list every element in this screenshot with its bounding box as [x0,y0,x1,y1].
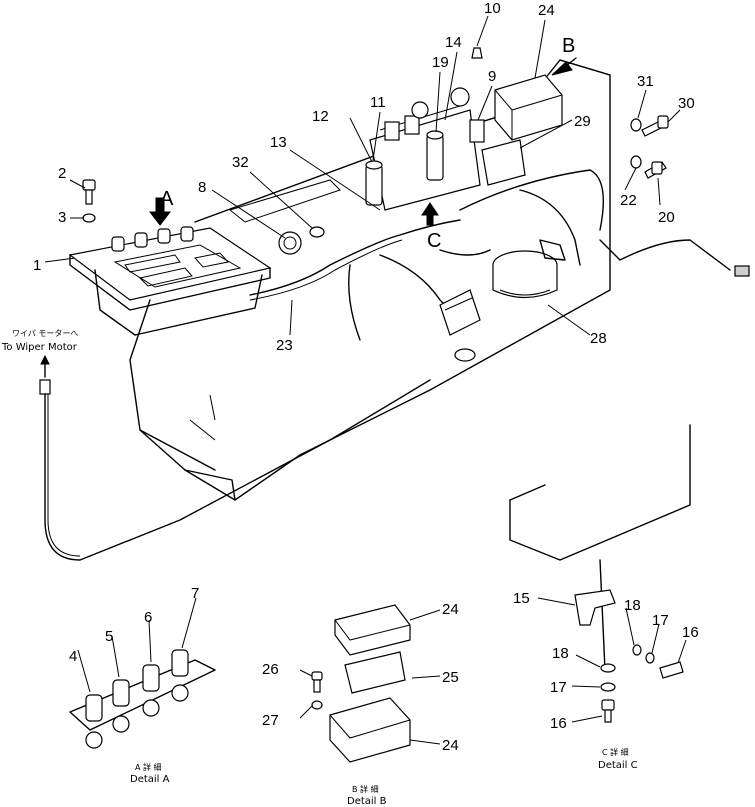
label-22: 22 [620,192,637,209]
label-10: 10 [484,0,501,17]
detail-c-en-label: Detail C [598,760,638,771]
label-32: 32 [232,154,249,171]
label-11: 11 [370,94,386,111]
label-4: 4 [69,648,77,665]
detail-b-jp-label: B 詳 細 [352,784,379,794]
view-marker-b: B [562,35,575,57]
switch-19 [426,130,444,181]
switch-11 [365,160,383,206]
label-24-b-top: 24 [442,601,459,618]
fuse-box-14 [369,87,481,211]
detail-a-drawing [69,649,216,749]
label-12: 12 [312,108,329,125]
view-marker-labels: A B C [160,35,575,252]
label-18-upper: 18 [624,597,641,614]
label-24-main: 24 [538,2,555,19]
label-31: 31 [637,73,654,90]
wire-harness [249,169,750,341]
label-16-lower: 16 [550,715,567,732]
label-26: 26 [262,661,279,678]
cap-10 [469,47,485,143]
label-23: 23 [276,337,293,354]
label-20: 20 [658,209,675,226]
detail-b-drawing [311,604,411,763]
horn-28 [492,239,566,299]
label-17-lower: 17 [550,679,567,696]
bolt-2 [82,179,96,223]
label-2: 2 [58,165,66,182]
label-15: 15 [513,590,530,607]
relay-29 [481,139,526,186]
leader-lines [44,15,687,745]
label-9: 9 [488,68,496,85]
label-3: 3 [58,209,66,226]
wiper-motor-en-label: To Wiper Motor [1,342,78,353]
label-1: 1 [33,257,41,274]
label-25: 25 [442,669,459,686]
view-marker-c: C [427,230,441,252]
label-5: 5 [105,628,113,645]
label-28: 28 [590,330,607,347]
switch-panel [68,226,272,336]
label-6: 6 [144,609,152,626]
plug-32 [309,226,325,238]
wiper-motor-jp-label: ワイパ モーターへ [12,329,78,338]
label-16-upper: 16 [682,624,699,641]
socket-8 [278,231,302,255]
label-7: 7 [191,585,199,602]
detail-b-en-label: Detail B [347,796,387,807]
bolt-30 [630,115,669,137]
label-17-upper: 17 [652,612,669,629]
label-18-lower: 18 [552,645,569,662]
label-8: 8 [198,179,206,196]
wiper-cable [39,354,431,561]
part-number-labels: 1 2 3 8 32 13 12 11 19 14 10 9 24 29 31 … [33,0,699,754]
label-13: 13 [270,134,287,151]
label-29: 29 [574,113,591,130]
relay-connector [439,289,481,362]
detail-a-en-label: Detail A [130,774,170,785]
detail-c-drawing [509,424,691,723]
label-19: 19 [432,54,449,71]
view-arrows [148,57,577,226]
bolt-20 [630,155,667,179]
label-24-b-bottom: 24 [442,737,459,754]
detail-c-jp-label: C 詳 細 [602,747,629,757]
detail-a-jp-label: A 詳 細 [135,762,162,772]
view-marker-a: A [160,188,174,210]
label-30: 30 [678,95,695,112]
label-14: 14 [445,34,462,51]
captions: ワイパ モーターへ To Wiper Motor A 詳 細 Detail A … [1,329,638,807]
label-27: 27 [262,712,279,729]
